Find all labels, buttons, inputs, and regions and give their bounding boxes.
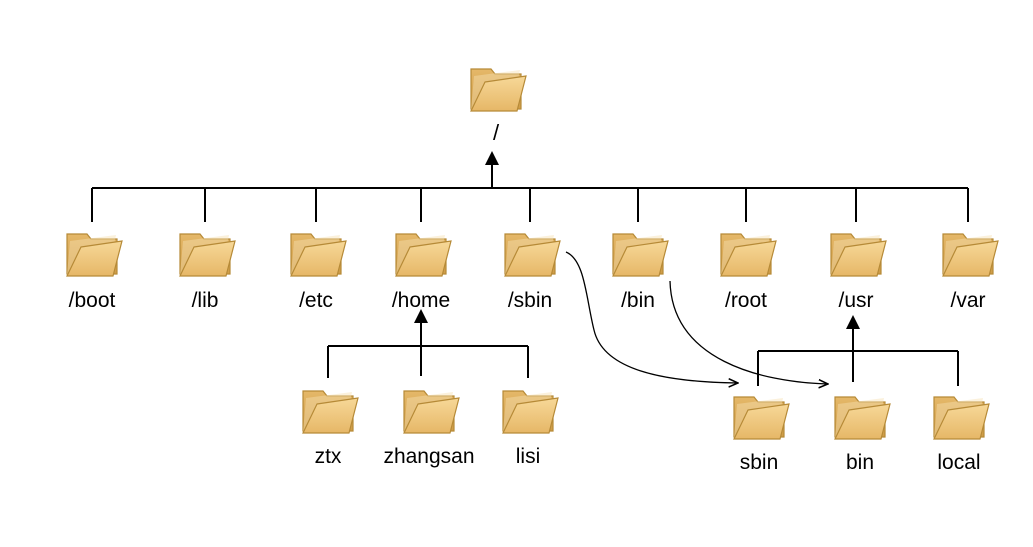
folder-label: /etc (299, 289, 333, 312)
folder-icon (502, 390, 559, 434)
home-children-folders: ztx zhangsan lisi (302, 390, 559, 468)
folder-label: zhangsan (383, 445, 474, 468)
folder-lib: /lib (179, 233, 236, 312)
folder-label: /lib (192, 289, 219, 312)
folder-usr-sbin: sbin (733, 396, 790, 474)
folder-local: local (933, 396, 990, 474)
folder-boot: /boot (66, 233, 123, 312)
folder-home: /home (392, 233, 452, 312)
root-node: / (470, 68, 527, 145)
folder-sbin: /sbin (504, 233, 561, 312)
folder-icon (942, 233, 999, 277)
folder-lisi: lisi (502, 390, 559, 468)
folder-var: /var (942, 233, 999, 312)
folder-icon (720, 233, 777, 277)
folder-usr-bin: bin (834, 396, 891, 474)
folder-ztx: ztx (302, 390, 359, 468)
connectors (91, 151, 969, 386)
folder-label: bin (846, 451, 874, 474)
folder-icon (403, 390, 460, 434)
folder-icon (733, 396, 790, 440)
folder-icon (504, 233, 561, 277)
bin-to-usr-bin-link (669, 280, 828, 384)
folder-icon (830, 233, 887, 277)
folder-icon (66, 233, 123, 277)
usr-children-folders: sbin bin local (733, 396, 990, 474)
folder-label: /bin (621, 289, 655, 312)
folder-icon (834, 396, 891, 440)
folder-bin: /bin (612, 233, 669, 312)
folder-label: lisi (516, 445, 541, 468)
root-label: / (493, 120, 500, 145)
folder-label: sbin (740, 451, 779, 474)
sbin-to-usr-sbin-link (565, 251, 738, 383)
folder-icon (933, 396, 990, 440)
folder-icon (302, 390, 359, 434)
folder-label: /var (950, 289, 985, 312)
folder-label: /boot (69, 289, 116, 312)
folder-label: /sbin (508, 289, 552, 312)
folder-usr: /usr (830, 233, 887, 312)
folder-label: /usr (838, 289, 873, 312)
folder-icon (290, 233, 347, 277)
folder-etc: /etc (290, 233, 347, 312)
top-level-folders: /boot /lib /etc /home /sbin /bin /root (66, 233, 999, 312)
folder-label: /root (725, 289, 767, 312)
folder-icon (395, 233, 452, 277)
folder-label: local (937, 451, 980, 474)
folder-label: ztx (315, 445, 342, 468)
folder-label: /home (392, 289, 450, 312)
folder-root: /root (720, 233, 777, 312)
folder-icon (470, 68, 527, 112)
folder-zhangsan: zhangsan (383, 390, 475, 468)
folder-icon (612, 233, 669, 277)
folder-icon (179, 233, 236, 277)
